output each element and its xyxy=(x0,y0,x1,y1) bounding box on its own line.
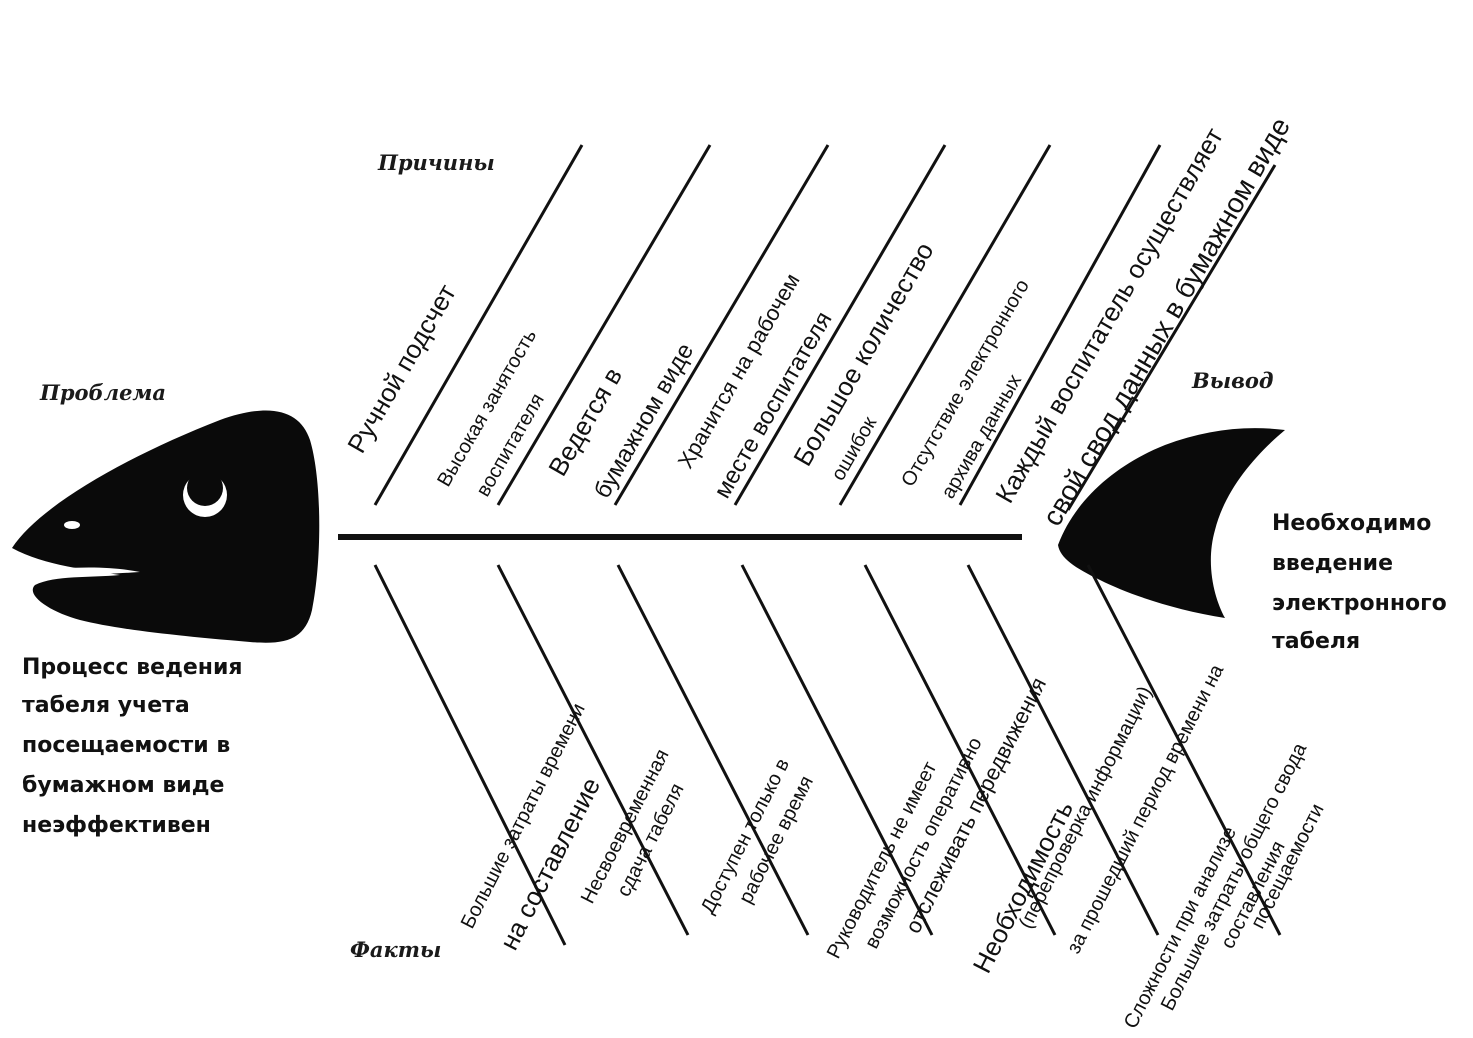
fact-bone xyxy=(740,564,934,936)
fact-bone xyxy=(863,564,1057,936)
problem-text: Процесс ведения табеля учета посещаемост… xyxy=(22,655,243,838)
cause-bone xyxy=(496,144,712,506)
problem-label: Проблема xyxy=(39,380,166,405)
fish-tail-icon xyxy=(1058,428,1285,618)
fish-head-icon xyxy=(12,410,320,643)
fact-bone xyxy=(1086,564,1282,936)
problem-text-line: неэффективен xyxy=(22,813,211,838)
conclusion-text-line: табеля xyxy=(1272,629,1360,654)
cause-bone xyxy=(613,144,830,506)
fact-bone xyxy=(373,564,567,946)
conclusion-label: Вывод xyxy=(1191,368,1274,393)
fact-bones xyxy=(373,564,1282,946)
fact-texts: Большие затраты времени на составление Н… xyxy=(457,660,1329,1032)
facts-label: Факты xyxy=(350,937,441,962)
fact-bone xyxy=(616,564,810,936)
cause-bone xyxy=(373,144,584,506)
fact-text: Необходимость xyxy=(967,796,1079,978)
conclusion-text: Необходимо введение электронного табеля xyxy=(1272,511,1447,654)
problem-text-line: бумажном виде xyxy=(22,773,224,798)
conclusion-text-line: Необходимо xyxy=(1272,511,1431,536)
problem-text-line: Процесс ведения xyxy=(22,655,243,680)
cause-bone xyxy=(838,144,1052,506)
conclusion-text-line: электронного xyxy=(1272,591,1447,616)
cause-bone xyxy=(958,144,1162,506)
cause-bone xyxy=(1066,164,1277,511)
cause-bones xyxy=(373,144,1277,511)
problem-text-line: посещаемости в xyxy=(22,733,230,758)
cause-text: бумажном виде xyxy=(589,339,699,503)
problem-text-line: табеля учета xyxy=(22,693,190,718)
conclusion-text-line: введение xyxy=(1272,551,1393,576)
cause-bone xyxy=(733,144,947,506)
fact-bone xyxy=(966,564,1160,936)
cause-text: Ручной подсчет xyxy=(341,279,462,458)
causes-label: Причины xyxy=(377,150,495,175)
fact-bone xyxy=(496,564,690,936)
